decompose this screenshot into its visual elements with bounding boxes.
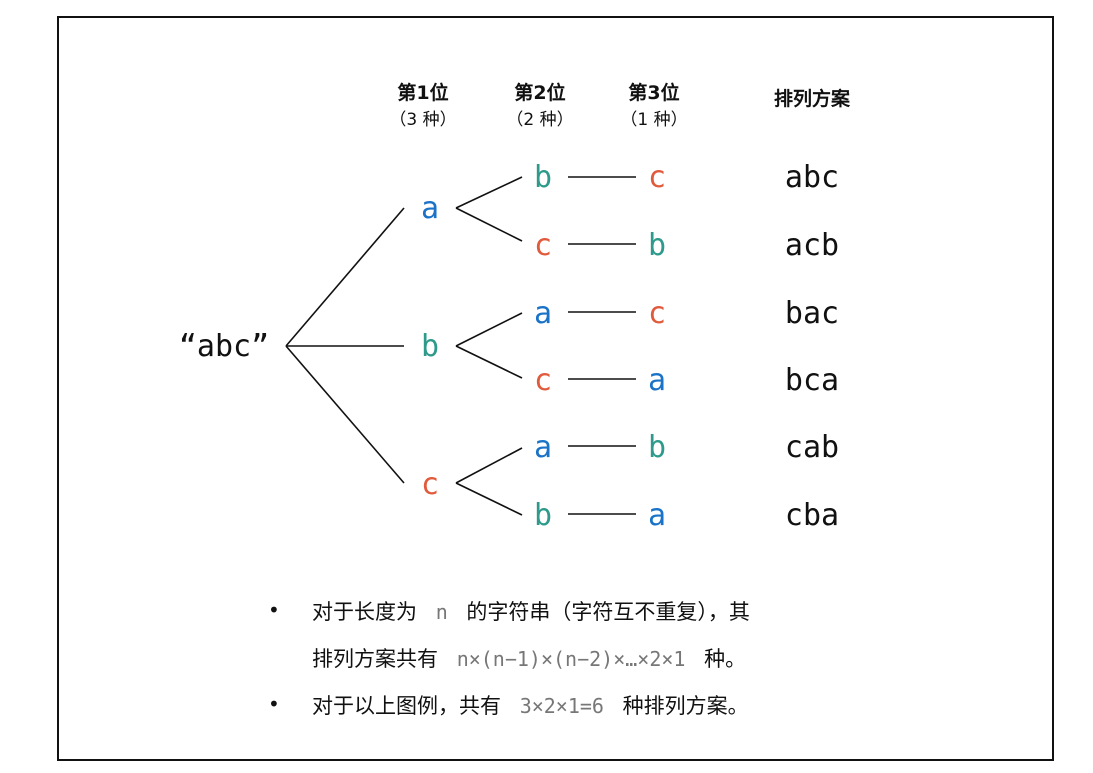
result-bca: bca: [785, 363, 839, 398]
root-string: “abc”: [179, 329, 269, 364]
note-line-1: 对于长度为 n 的字符串（字符互不重复），其: [312, 596, 750, 626]
note-1-prefix: 对于长度为: [312, 600, 417, 624]
note-line-3: 对于以上图例，共有 3×2×1=6 种排列方案。: [312, 690, 749, 720]
note-2-code: n×(n−1)×(n−2)×…×2×1: [456, 647, 686, 671]
node-pos3-bac: c: [648, 296, 666, 331]
column-headers: 第1位 （3 种） 第2位 （2 种） 第3位 （1 种） 排列方案: [389, 81, 851, 130]
node-pos2-cab: a: [534, 430, 552, 465]
header-pos2-title: 第2位: [514, 81, 565, 104]
node-pos1-c: c: [421, 467, 439, 502]
note-line-2: 排列方案共有 n×(n−1)×(n−2)×…×2×1 种。: [312, 643, 746, 673]
node-pos3-acb: b: [648, 228, 666, 263]
bullet-2: •: [268, 692, 280, 716]
header-pos1-count: （3 种）: [389, 110, 456, 130]
header-pos3-count: （1 种）: [620, 110, 687, 130]
note-1-suffix: 的字符串（字符互不重复），其: [466, 600, 750, 624]
note-3-code: 3×2×1=6: [519, 694, 604, 718]
node-pos2-bac: a: [534, 296, 552, 331]
node-pos2-abc: b: [534, 160, 552, 195]
node-pos3-cab: b: [648, 430, 666, 465]
header-pos2-count: （2 种）: [506, 110, 573, 130]
note-1-code: n: [435, 600, 448, 624]
node-pos3-bca: a: [648, 363, 666, 398]
note-3-prefix: 对于以上图例，共有: [312, 694, 501, 718]
tree-edges: [285, 176, 636, 516]
result-acb: acb: [785, 228, 839, 263]
note-2-suffix: 种。: [704, 647, 747, 671]
header-pos1-title: 第1位: [397, 81, 448, 104]
node-pos1-a: a: [421, 191, 439, 226]
header-pos3-title: 第3位: [628, 81, 679, 104]
result-cba: cba: [785, 498, 839, 533]
note-2-prefix: 排列方案共有: [312, 647, 438, 671]
node-pos1-b: b: [421, 329, 439, 364]
node-pos3-cba: a: [648, 498, 666, 533]
note-3-suffix: 种排列方案。: [622, 694, 749, 718]
result-bac: bac: [785, 296, 839, 331]
edge-root-c: [285, 345, 405, 484]
bullet-1: •: [268, 598, 280, 622]
node-pos2-cba: b: [534, 498, 552, 533]
node-pos2-acb: c: [534, 228, 552, 263]
header-result-title: 排列方案: [774, 87, 851, 110]
result-cab: cab: [785, 430, 839, 465]
node-pos2-bca: c: [534, 363, 552, 398]
diagram-frame: [57, 16, 1054, 761]
result-abc: abc: [785, 160, 839, 195]
edge-root-a: [285, 207, 405, 347]
node-pos3-abc: c: [648, 160, 666, 195]
